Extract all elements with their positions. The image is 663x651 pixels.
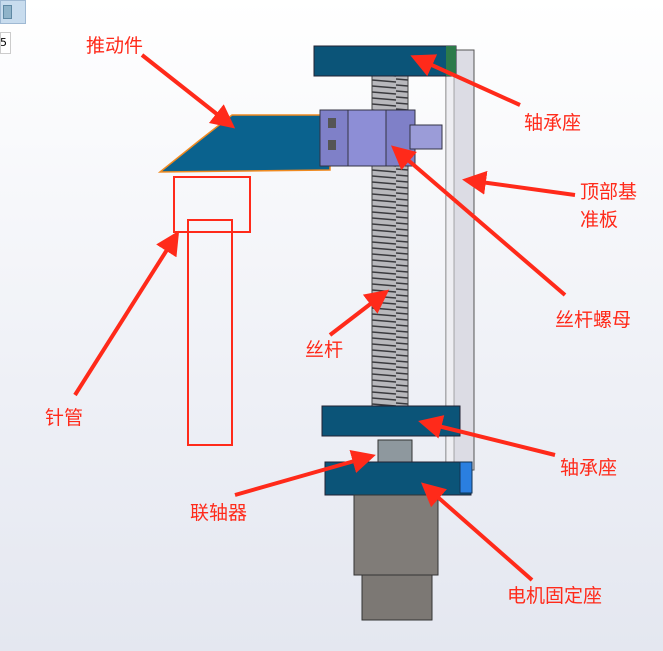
label-lead-screw: 丝杆 — [305, 339, 344, 361]
label-screw-nut: 丝杆螺母 — [555, 309, 632, 331]
label-needle-tube: 针管 — [45, 407, 84, 429]
top-bearing-seat — [313, 45, 457, 77]
toolbar-button[interactable] — [0, 0, 26, 24]
arrow-base-plate — [462, 170, 576, 197]
arrow-lower-bearing-seat — [418, 415, 556, 457]
lower-bearing-seat — [321, 405, 461, 437]
arrow-lead-screw — [328, 289, 390, 337]
motor — [353, 494, 439, 621]
annotation-arrows — [73, 53, 576, 582]
toolbar-field[interactable]: 5 — [0, 32, 11, 54]
label-base-plate-line1: 顶部基 — [580, 181, 638, 203]
screw-nut — [319, 109, 443, 167]
pusher — [157, 114, 331, 173]
arrow-motor-mount — [420, 482, 534, 582]
label-motor-mount: 电机固定座 — [507, 585, 603, 607]
motor-mount — [324, 461, 472, 496]
arrow-top-bearing-seat — [410, 54, 521, 107]
needle-tube-box-upper — [173, 176, 251, 233]
arrow-pusher — [140, 53, 236, 129]
label-base-plate-line2: 准板 — [580, 209, 619, 231]
label-coupling: 联轴器 — [190, 502, 248, 524]
arrow-needle-tube — [73, 230, 180, 397]
arrow-screw-nut — [390, 145, 567, 297]
arrow-coupling — [234, 449, 376, 497]
label-pusher: 推动件 — [86, 35, 144, 57]
needle-tube-box — [187, 219, 233, 446]
label-top-bearing-seat: 轴承座 — [524, 112, 582, 134]
toolbar-icon — [3, 5, 12, 19]
label-lower-bearing-seat: 轴承座 — [560, 457, 618, 479]
